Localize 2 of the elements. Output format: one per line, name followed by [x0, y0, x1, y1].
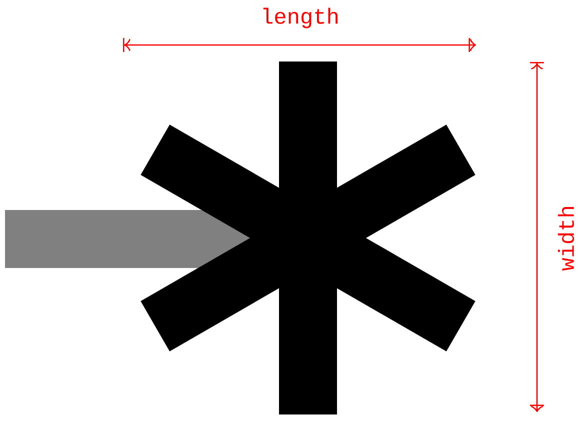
- dimension-label: width: [558, 207, 574, 271]
- dimension-label: length: [263, 8, 338, 28]
